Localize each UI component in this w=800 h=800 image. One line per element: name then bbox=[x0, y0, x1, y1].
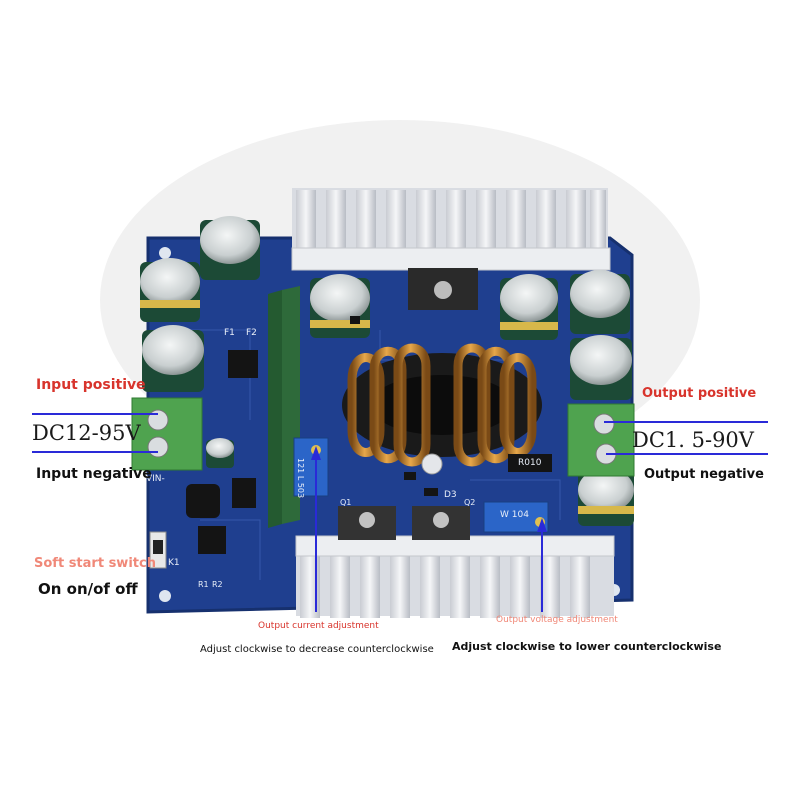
silk-k1: K1 bbox=[168, 558, 180, 568]
silk-pot-left: 121 L 503 bbox=[296, 458, 305, 499]
capacitor bbox=[570, 270, 630, 334]
output-positive-label: Output positive bbox=[642, 386, 757, 401]
capacitor bbox=[500, 274, 558, 340]
soft-start-switch-slider bbox=[153, 540, 163, 554]
voltage-adjust-desc: Adjust clockwise to lower counterclockwi… bbox=[452, 640, 722, 653]
current-adjust-title: Output current adjustment bbox=[258, 621, 379, 631]
voltage-adjust-title: Output voltage adjustment bbox=[496, 615, 618, 625]
silk-q1: Q1 bbox=[340, 498, 352, 507]
silk-r2: R2 bbox=[212, 580, 223, 589]
silk-q2: Q2 bbox=[464, 498, 476, 507]
silk-pot-right: W 104 bbox=[500, 510, 529, 520]
capacitor bbox=[578, 468, 634, 526]
heatsink-top bbox=[291, 188, 611, 310]
annotation-arrowheads bbox=[311, 446, 547, 532]
input-positive-label: Input positive bbox=[36, 377, 146, 393]
output-negative-label: Output negative bbox=[644, 467, 764, 482]
silk-r1: R1 bbox=[198, 580, 209, 589]
capacitor bbox=[140, 258, 200, 322]
current-adjust-desc: Adjust clockwise to decrease countercloc… bbox=[200, 644, 434, 655]
annotation-lines bbox=[32, 413, 768, 612]
output-voltage-label: DC1. 5-90V bbox=[632, 428, 754, 452]
input-negative-label: Input negative bbox=[36, 466, 152, 482]
silk-d3: D3 bbox=[444, 490, 457, 500]
silk-r010: R010 bbox=[518, 458, 542, 468]
capacitor bbox=[310, 274, 370, 338]
capacitor bbox=[142, 325, 204, 392]
silk-f2: F2 bbox=[246, 328, 257, 338]
input-terminal-block bbox=[131, 397, 203, 471]
silk-f1: F1 bbox=[224, 328, 235, 338]
capacitor bbox=[570, 335, 632, 400]
input-voltage-label: DC12-95V bbox=[32, 421, 141, 445]
toroid-inductor bbox=[342, 343, 542, 475]
soft-start-title: Soft start switch bbox=[34, 556, 156, 571]
voltage-potentiometer bbox=[483, 501, 549, 533]
output-terminal-block bbox=[567, 403, 635, 477]
silk-vin-minus: VIN- bbox=[146, 474, 165, 484]
smd-parts bbox=[186, 316, 552, 554]
capacitor bbox=[200, 216, 260, 280]
soft-start-state: On on/of off bbox=[38, 580, 138, 598]
capacitor bbox=[206, 438, 234, 468]
capacitors bbox=[140, 216, 634, 526]
